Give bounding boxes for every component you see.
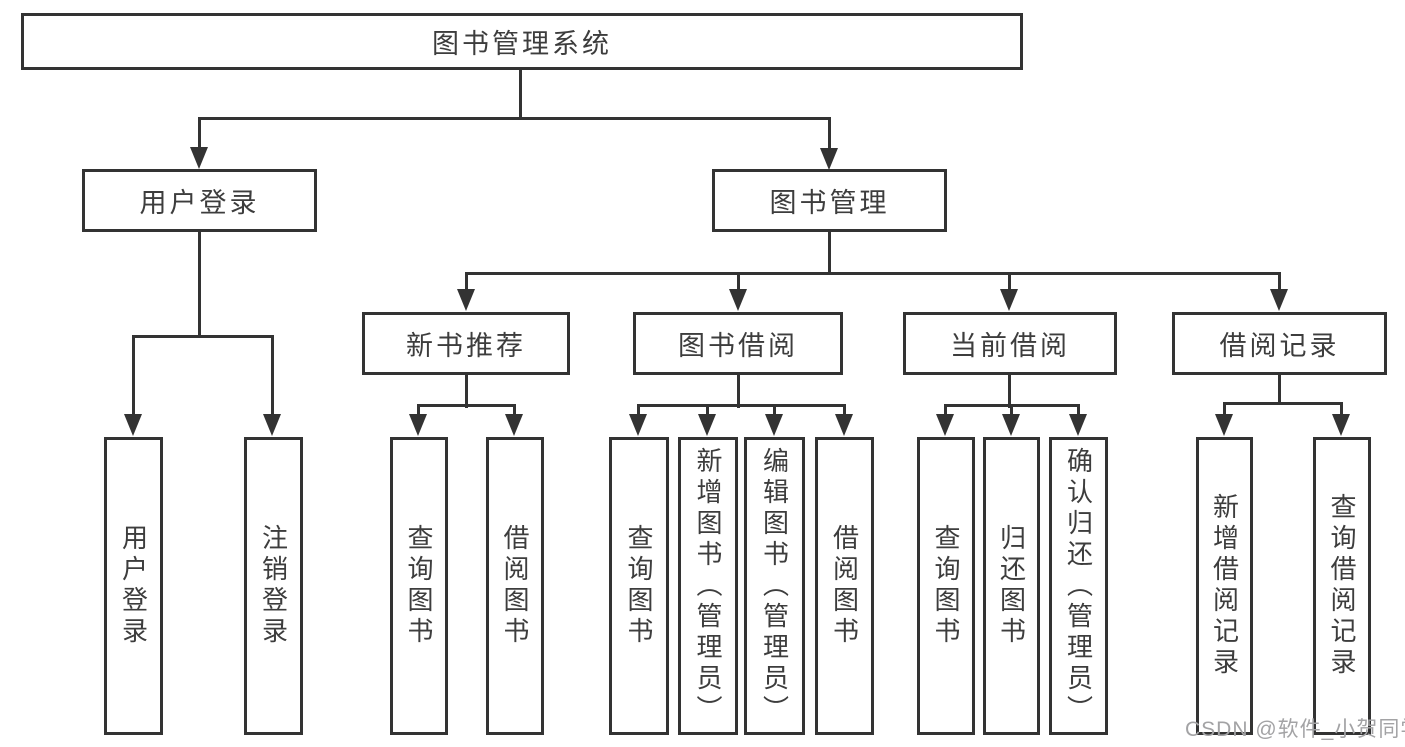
connector-vline	[513, 404, 516, 418]
connector-vline	[1010, 404, 1013, 418]
node-book-management-label: 图书管理	[769, 188, 890, 218]
arrowhead-down-icon	[936, 414, 954, 436]
connector-vline	[737, 375, 740, 408]
arrowhead-down-icon	[1215, 414, 1233, 436]
arrowhead-down-icon	[1332, 414, 1350, 436]
leaf-edit-books-admin-label: 编辑图书（管理员）	[759, 446, 790, 726]
connector-vline	[737, 272, 740, 292]
connector-vline	[843, 404, 846, 418]
leaf-user-login: 用户登录	[104, 437, 163, 735]
leaf-return-books: 归还图书	[983, 437, 1040, 735]
arrowhead-down-icon	[190, 147, 208, 169]
leaf-edit-books-admin: 编辑图书（管理员）	[744, 437, 805, 735]
connector-vline	[132, 335, 135, 417]
connector-vline	[1278, 272, 1281, 292]
arrowhead-down-icon	[505, 414, 523, 436]
connector-vline	[1223, 402, 1226, 418]
node-library-system-label: 图书管理系统	[432, 29, 612, 59]
connector-vline	[198, 117, 201, 151]
arrowhead-down-icon	[765, 414, 783, 436]
leaf-query-borrow-record: 查询借阅记录	[1313, 437, 1371, 735]
leaf-borrow-books: 借阅图书	[815, 437, 874, 735]
leaf-query-borrow-record-label: 查询借阅记录	[1327, 493, 1357, 679]
leaf-query-books-borrow-label: 查询图书	[624, 524, 654, 648]
arrowhead-down-icon	[1069, 414, 1087, 436]
connector-hline	[132, 335, 274, 338]
connector-vline	[944, 404, 947, 418]
connector-vline	[465, 375, 468, 408]
arrowhead-down-icon	[124, 414, 142, 436]
connector-vline	[637, 404, 640, 418]
arrowhead-down-icon	[729, 289, 747, 311]
connector-vline	[465, 272, 468, 292]
leaf-query-books-current-label: 查询图书	[931, 524, 961, 648]
arrowhead-down-icon	[1002, 414, 1020, 436]
connector-hline	[198, 117, 831, 120]
connector-vline	[828, 117, 831, 151]
connector-vline	[417, 404, 420, 418]
arrowhead-down-icon	[457, 289, 475, 311]
node-library-system: 图书管理系统	[21, 13, 1023, 70]
connector-vline	[828, 232, 831, 275]
arrowhead-down-icon	[263, 414, 281, 436]
connector-vline	[198, 232, 201, 338]
leaf-add-books-admin: 新增图书（管理员）	[678, 437, 738, 735]
node-current-borrowing: 当前借阅	[903, 312, 1117, 375]
leaf-query-books-recommend-label: 查询图书	[404, 524, 434, 648]
node-user-login-label: 用户登录	[139, 188, 260, 218]
connector-vline	[1340, 402, 1343, 418]
node-new-book-recommend-label: 新书推荐	[406, 331, 526, 361]
leaf-borrow-books-recommend: 借阅图书	[486, 437, 544, 735]
connector-vline	[706, 404, 709, 418]
connector-vline	[773, 404, 776, 418]
arrowhead-down-icon	[409, 414, 427, 436]
leaf-add-borrow-record-label: 新增借阅记录	[1209, 493, 1240, 679]
csdn-watermark: CSDN @软件_小贺同学	[1185, 718, 1405, 741]
arrowhead-down-icon	[820, 148, 838, 170]
node-book-management: 图书管理	[712, 169, 947, 232]
connector-hline	[1223, 402, 1343, 405]
leaf-borrow-books-label: 借阅图书	[829, 524, 860, 648]
connector-hline	[417, 404, 516, 407]
node-new-book-recommend: 新书推荐	[362, 312, 570, 375]
arrowhead-down-icon	[698, 414, 716, 436]
arrowhead-down-icon	[835, 414, 853, 436]
leaf-query-books-current: 查询图书	[917, 437, 975, 735]
leaf-logout-label: 注销登录	[258, 524, 289, 648]
node-book-borrowing: 图书借阅	[633, 312, 843, 375]
arrowhead-down-icon	[629, 414, 647, 436]
connector-vline	[519, 70, 522, 119]
connector-vline	[271, 335, 274, 417]
leaf-user-login-label: 用户登录	[118, 524, 149, 648]
leaf-add-books-admin-label: 新增图书（管理员）	[693, 446, 723, 726]
node-user-login: 用户登录	[82, 169, 317, 232]
leaf-borrow-books-recommend-label: 借阅图书	[500, 524, 530, 648]
leaf-confirm-return-admin-label: 确认归还（管理员）	[1063, 446, 1094, 726]
node-borrowing-records-label: 借阅记录	[1219, 331, 1340, 361]
node-borrowing-records: 借阅记录	[1172, 312, 1387, 375]
leaf-add-borrow-record: 新增借阅记录	[1196, 437, 1253, 735]
leaf-query-books-recommend: 查询图书	[390, 437, 448, 735]
connector-vline	[1077, 404, 1080, 418]
leaf-query-books-borrow: 查询图书	[609, 437, 669, 735]
arrowhead-down-icon	[1270, 289, 1288, 311]
leaf-confirm-return-admin: 确认归还（管理员）	[1049, 437, 1108, 735]
connector-hline	[637, 404, 846, 407]
arrowhead-down-icon	[1000, 289, 1018, 311]
connector-hline	[944, 404, 1080, 407]
node-book-borrowing-label: 图书借阅	[678, 331, 798, 361]
connector-vline	[1008, 272, 1011, 292]
connector-hline	[465, 272, 1281, 275]
connector-vline	[1278, 375, 1281, 405]
node-current-borrowing-label: 当前借阅	[950, 331, 1070, 361]
connector-vline	[1008, 375, 1011, 408]
leaf-logout: 注销登录	[244, 437, 303, 735]
leaf-return-books-label: 归还图书	[996, 524, 1027, 648]
